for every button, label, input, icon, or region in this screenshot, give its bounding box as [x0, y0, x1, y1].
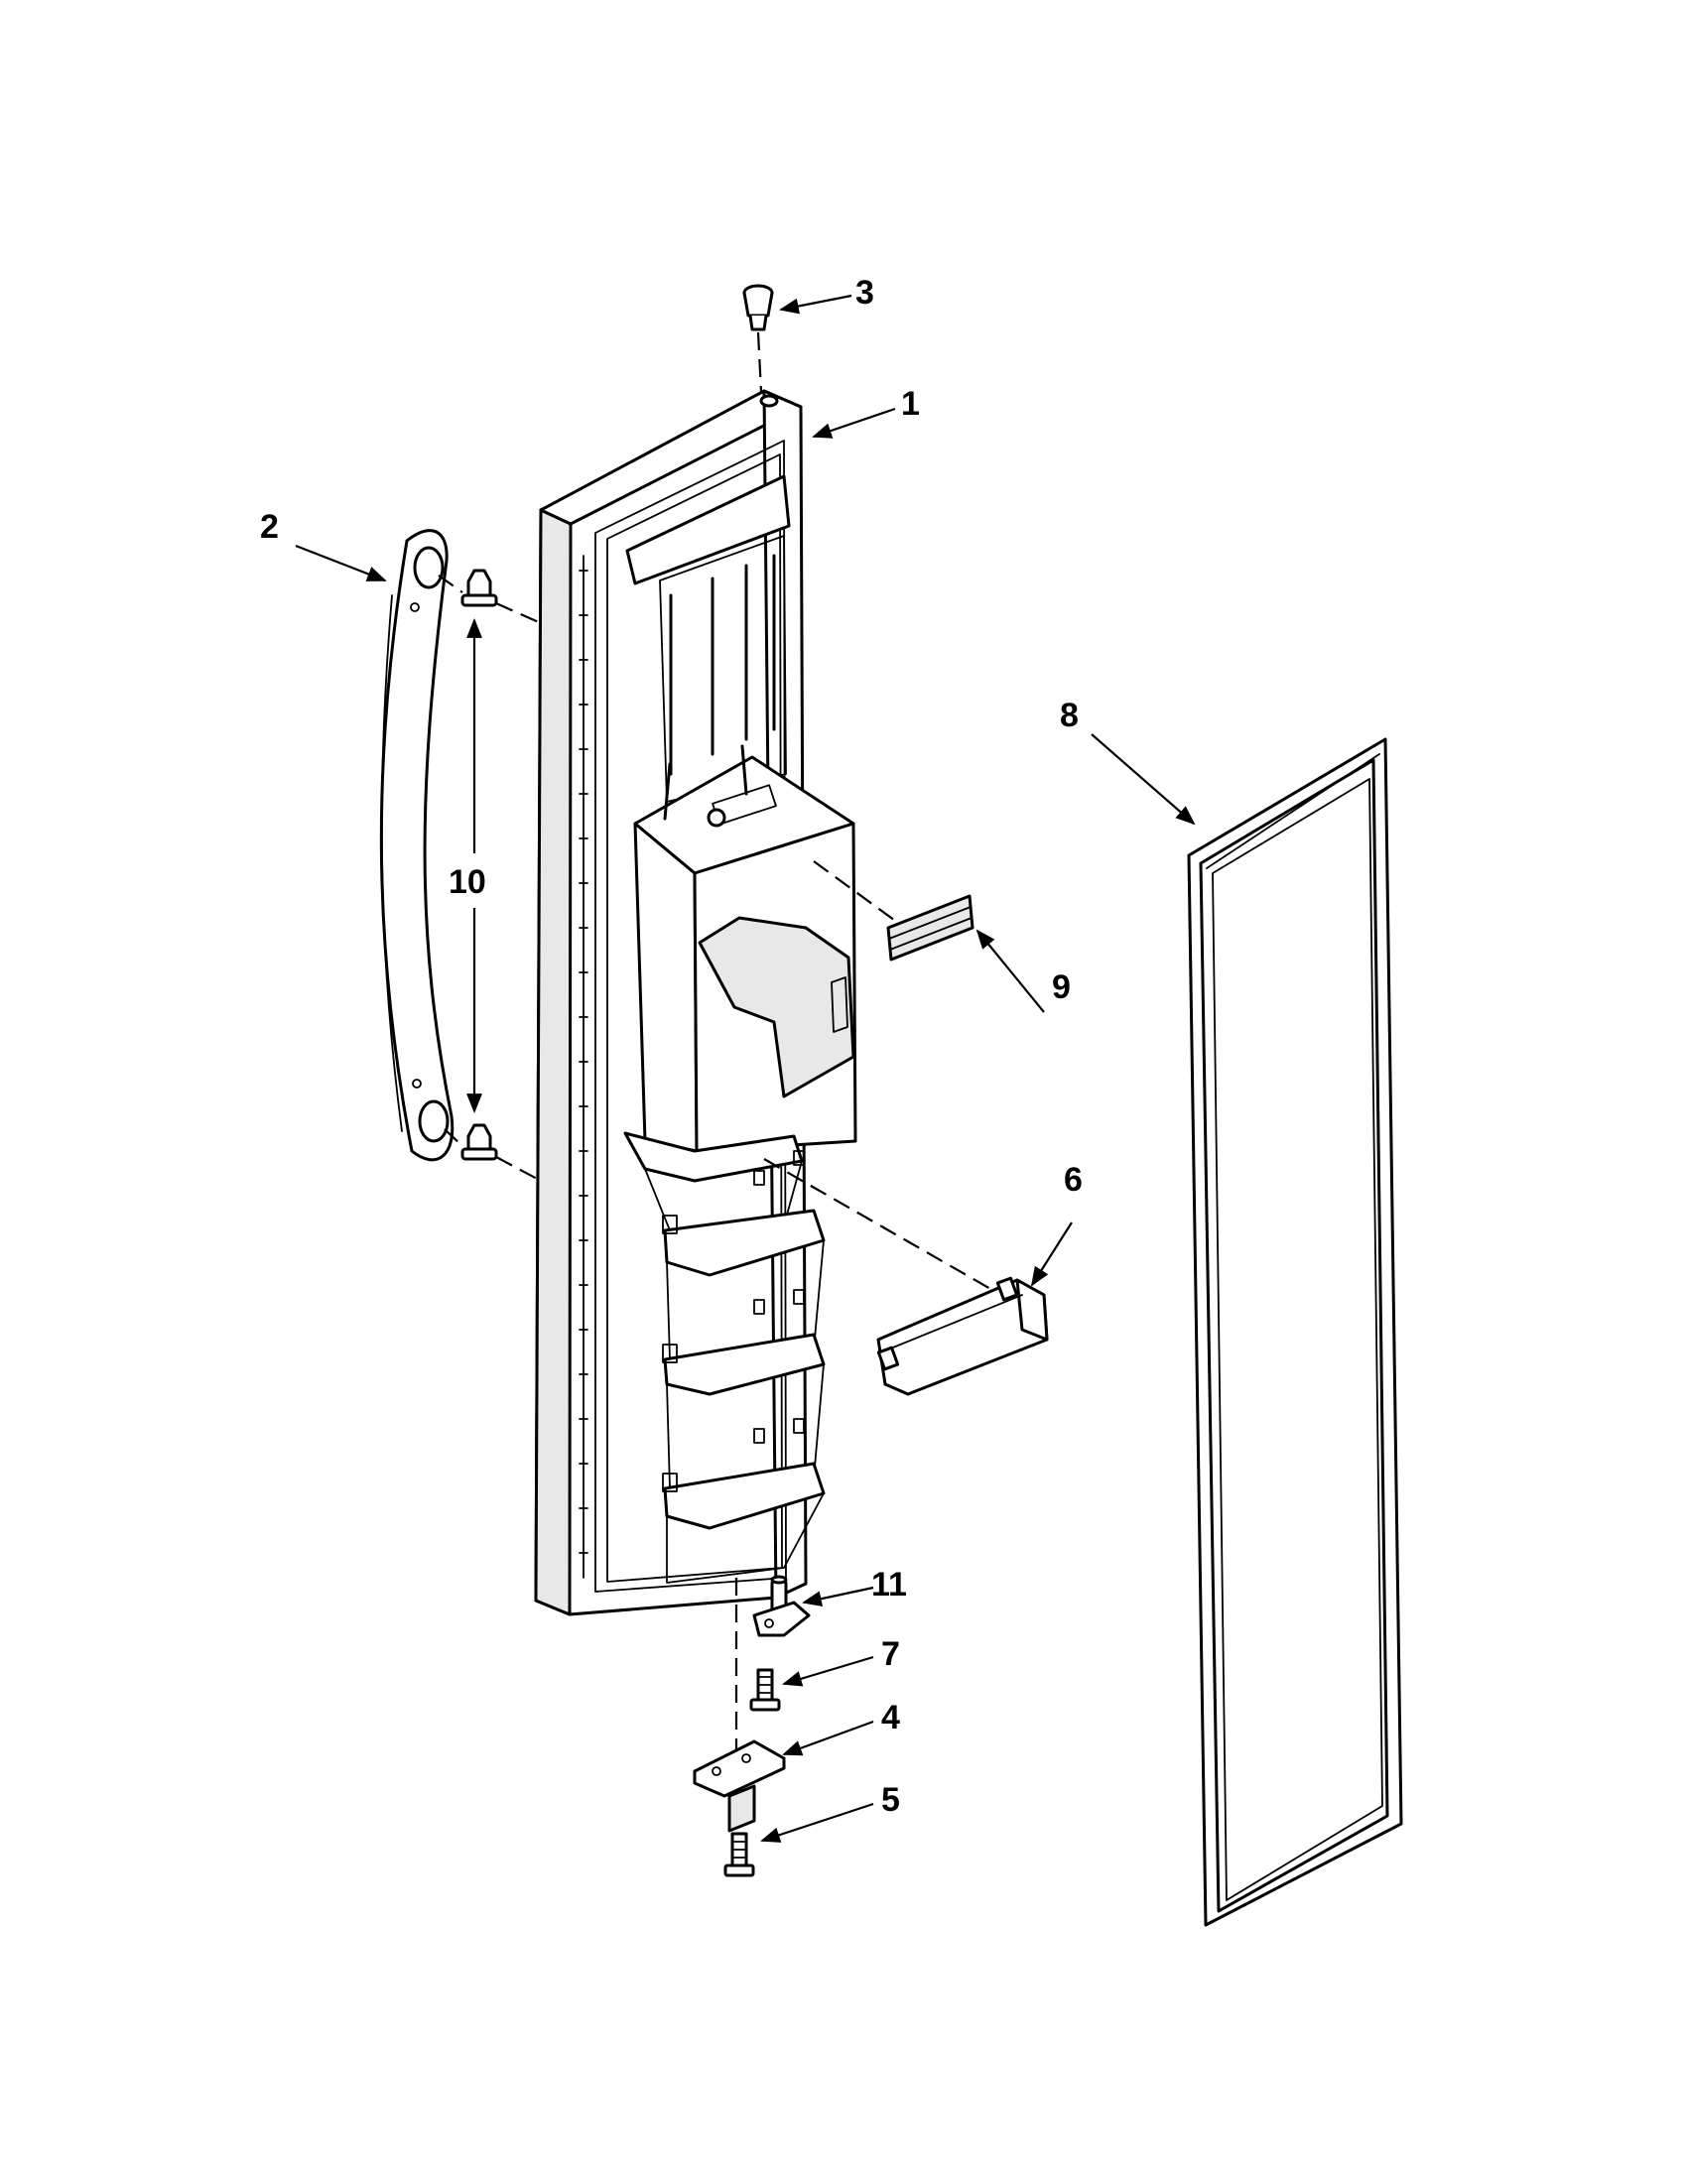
door-panel	[534, 389, 857, 1616]
door-bins	[623, 1131, 826, 1584]
door-gasket	[1187, 737, 1403, 1927]
hinge-bracket	[693, 1739, 786, 1833]
callout-7: 7	[881, 1635, 900, 1673]
trim-strip	[886, 894, 974, 962]
callout-10: 10	[449, 863, 486, 901]
callout-9: 9	[1052, 968, 1071, 1006]
door-handle	[379, 529, 454, 1162]
dispenser-housing	[633, 744, 857, 1153]
hinge-cap	[742, 284, 774, 331]
callout-4: 4	[881, 1699, 900, 1736]
handle-stud-bottom	[460, 1123, 498, 1161]
callout-1: 1	[901, 385, 920, 423]
callout-6: 6	[1064, 1161, 1083, 1199]
callout-2: 2	[260, 508, 279, 546]
door-bin	[876, 1276, 1049, 1396]
leader-lines	[295, 294, 1196, 1843]
liner-studs	[579, 555, 588, 1579]
callout-8: 8	[1060, 697, 1079, 734]
handle-stud-top	[460, 569, 498, 607]
callout-5: 5	[881, 1781, 900, 1819]
callout-3: 3	[855, 274, 874, 312]
callout-11: 11	[871, 1566, 907, 1604]
hinge-screw	[749, 1668, 781, 1712]
bracket-screw	[723, 1832, 755, 1877]
hinge-pin	[752, 1575, 811, 1637]
